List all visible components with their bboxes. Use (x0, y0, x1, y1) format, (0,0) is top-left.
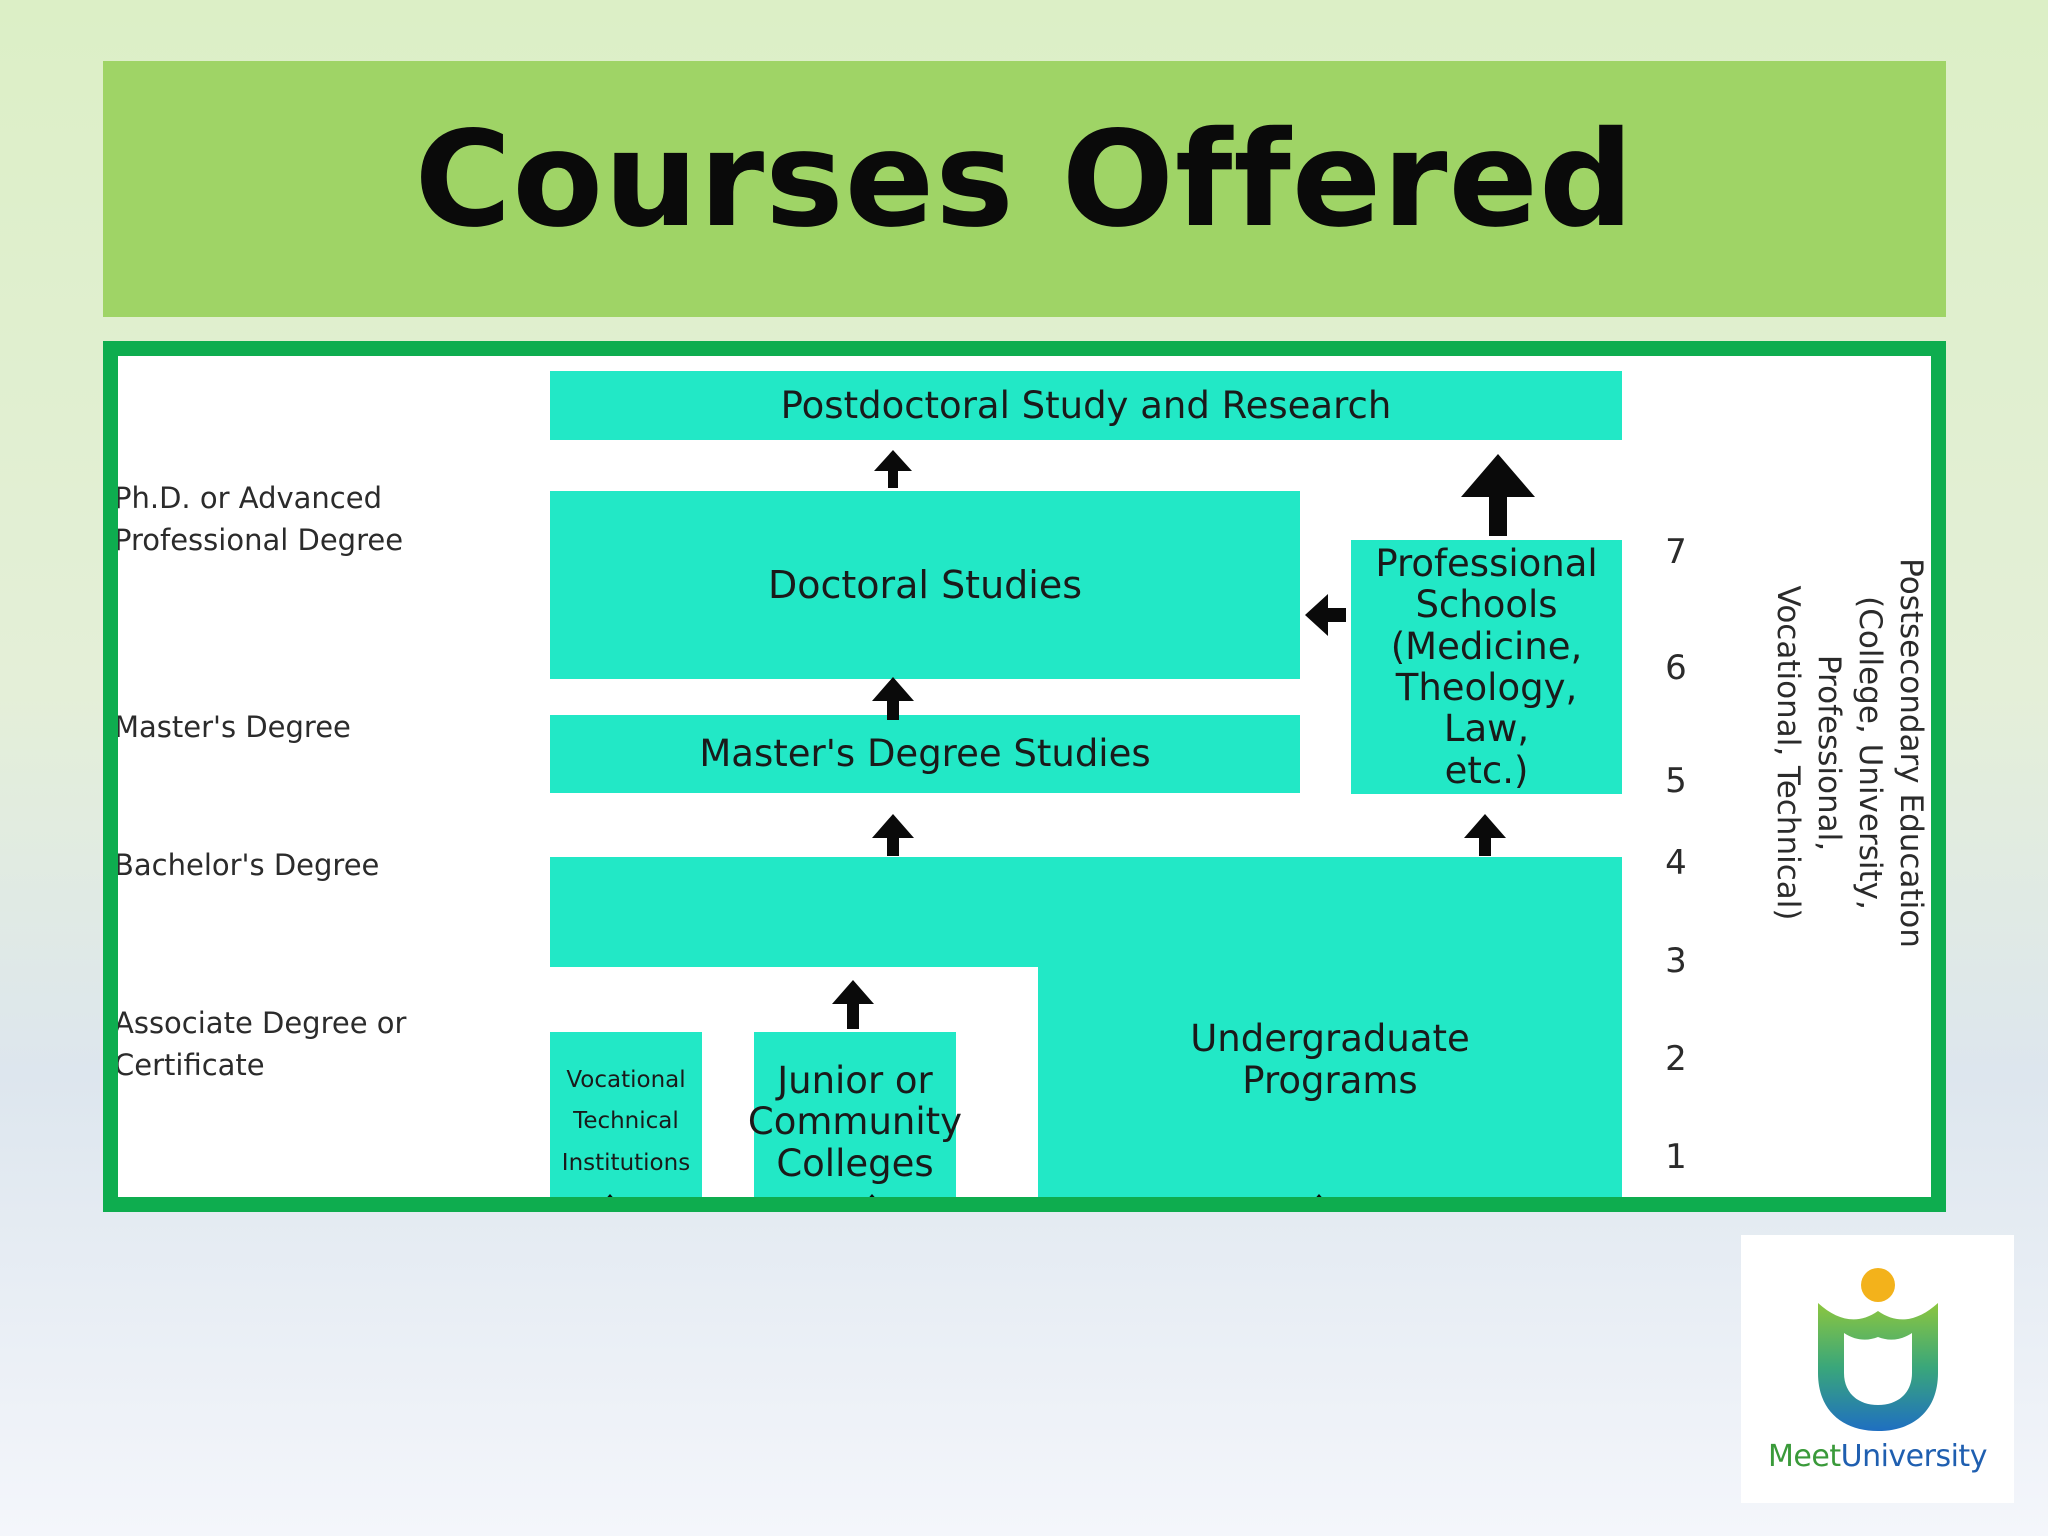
year-number: 4 (1665, 843, 1687, 883)
masters-studies-label: Master's Degree Studies (699, 732, 1151, 776)
professional-schools-label: Professional Schools (Medicine, Theology… (1375, 541, 1598, 792)
year-number: 5 (1665, 761, 1687, 801)
degree-label-bachelors: Bachelor's Degree (114, 848, 380, 882)
postsecondary-side-label: Postsecondary Education (College, Univer… (1770, 558, 1929, 948)
arrow-up-icon (869, 1194, 875, 1197)
degree-label-phd: Ph.D. or Advanced Professional Degree (114, 481, 404, 557)
vocational-institutions-label: Vocational Technical Institutions (561, 1066, 691, 1176)
postdoctoral-box: Postdoctoral Study and Research (550, 371, 1622, 440)
year-number: 7 (1665, 532, 1687, 572)
logo-text-meet: Meet (1768, 1439, 1841, 1474)
degree-label-associate: Associate Degree or Certificate (114, 1006, 407, 1082)
year-number: 1 (1665, 1137, 1687, 1177)
doctoral-studies-label: Doctoral Studies (767, 562, 1083, 607)
arrow-up-icon (607, 1194, 613, 1197)
title-banner: Courses Offered (103, 61, 1946, 317)
arrow-up-icon (872, 677, 914, 720)
undergraduate-top-band (550, 857, 1622, 967)
arrow-up-icon (874, 450, 912, 488)
undergraduate-programs-label: Undergraduate Programs (1190, 1017, 1470, 1102)
year-number: 2 (1665, 1039, 1687, 1079)
arrow-left-icon (1305, 594, 1346, 636)
arrow-up-icon (832, 980, 874, 1029)
junior-colleges-box: Junior or Community Colleges (748, 1032, 962, 1197)
junior-colleges-label: Junior or Community Colleges (747, 1058, 963, 1185)
logo-wordmark: MeetUniversity (1768, 1439, 1987, 1474)
logo-mark-icon (1817, 1268, 1938, 1431)
page-title: Courses Offered (414, 103, 1635, 257)
diagram-frame: Postdoctoral Study and Research Doctoral… (103, 341, 1946, 1212)
vocational-institutions-box: Vocational Technical Institutions (550, 1032, 702, 1197)
undergraduate-programs-box: Undergraduate Programs (1038, 952, 1622, 1197)
arrow-up-icon (1461, 454, 1535, 536)
postdoctoral-label: Postdoctoral Study and Research (780, 383, 1392, 427)
arrow-up-icon (1464, 814, 1506, 856)
logo-text-university: University (1840, 1439, 1988, 1474)
year-number: 3 (1665, 941, 1687, 981)
professional-schools-box: Professional Schools (Medicine, Theology… (1351, 540, 1622, 794)
arrow-up-icon (1316, 1194, 1322, 1197)
year-number: 6 (1665, 648, 1687, 688)
degree-label-masters: Master's Degree (114, 710, 351, 744)
arrow-up-icon (872, 814, 914, 856)
doctoral-studies-box: Doctoral Studies (550, 491, 1300, 679)
side-label-wrapper: Postsecondary Education (College, Univer… (1770, 543, 1931, 963)
masters-studies-box: Master's Degree Studies (550, 715, 1300, 793)
meetuniversity-logo: MeetUniversity (1741, 1235, 2014, 1503)
arrows-layer (607, 450, 1535, 1197)
